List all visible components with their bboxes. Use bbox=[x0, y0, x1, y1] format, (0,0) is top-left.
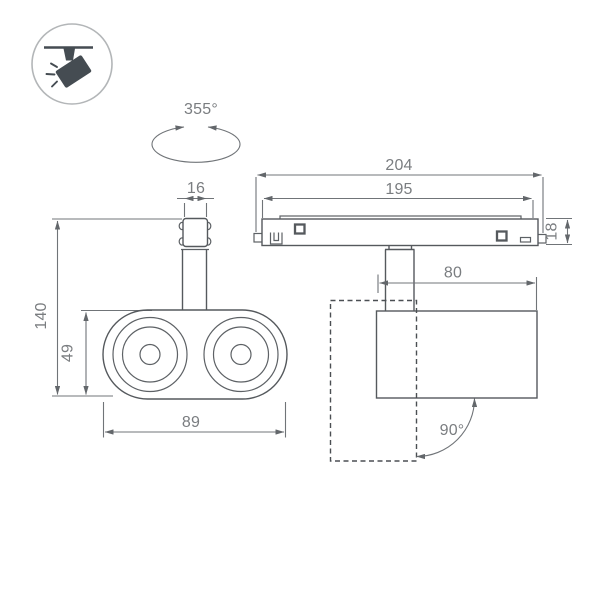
adapter-mount-label: 195 bbox=[385, 181, 412, 198]
front-body-outline bbox=[102, 309, 288, 400]
adapter-contact-right bbox=[495, 230, 508, 242]
tilt-arc bbox=[416, 398, 478, 460]
adapter-height-label: 18 bbox=[544, 222, 561, 240]
side-head-outline bbox=[375, 310, 538, 399]
lens-right-inner bbox=[212, 326, 270, 383]
adapter-length-label: 204 bbox=[385, 157, 412, 174]
icon-lamp-head bbox=[55, 55, 92, 88]
rotation-indicator: 355° bbox=[151, 101, 241, 163]
body-height-label: 49 bbox=[60, 344, 77, 362]
front-view: 140 49 16 89 bbox=[33, 180, 288, 438]
track-connector-front bbox=[182, 217, 209, 248]
stem-width-label: 16 bbox=[187, 180, 205, 197]
lens-right-led bbox=[230, 343, 252, 366]
lens-left-inner bbox=[121, 326, 179, 383]
adapter-slot bbox=[519, 236, 532, 243]
rotation-angle-label: 355° bbox=[184, 101, 218, 118]
lens-left-outer bbox=[112, 316, 188, 393]
icon-light-rays bbox=[45, 62, 58, 88]
tilt-angle-label: 90° bbox=[440, 422, 465, 439]
track-adapter-body bbox=[261, 218, 539, 247]
side-view: 204 195 18 80 bbox=[253, 157, 572, 462]
spotlight-icon bbox=[31, 23, 113, 105]
icon-mount-stem bbox=[63, 48, 75, 61]
adapter-contact-left bbox=[293, 223, 306, 235]
head-length-label: 80 bbox=[444, 265, 462, 282]
lens-left-led bbox=[139, 343, 161, 366]
lens-right-outer bbox=[203, 316, 279, 393]
rotated-head-outline bbox=[329, 299, 418, 462]
body-width-label: 89 bbox=[182, 414, 200, 431]
adapter-clip bbox=[269, 232, 283, 245]
rotation-ellipse bbox=[151, 125, 241, 163]
adapter-left-tab bbox=[253, 232, 264, 243]
overall-height-label: 140 bbox=[33, 302, 50, 329]
